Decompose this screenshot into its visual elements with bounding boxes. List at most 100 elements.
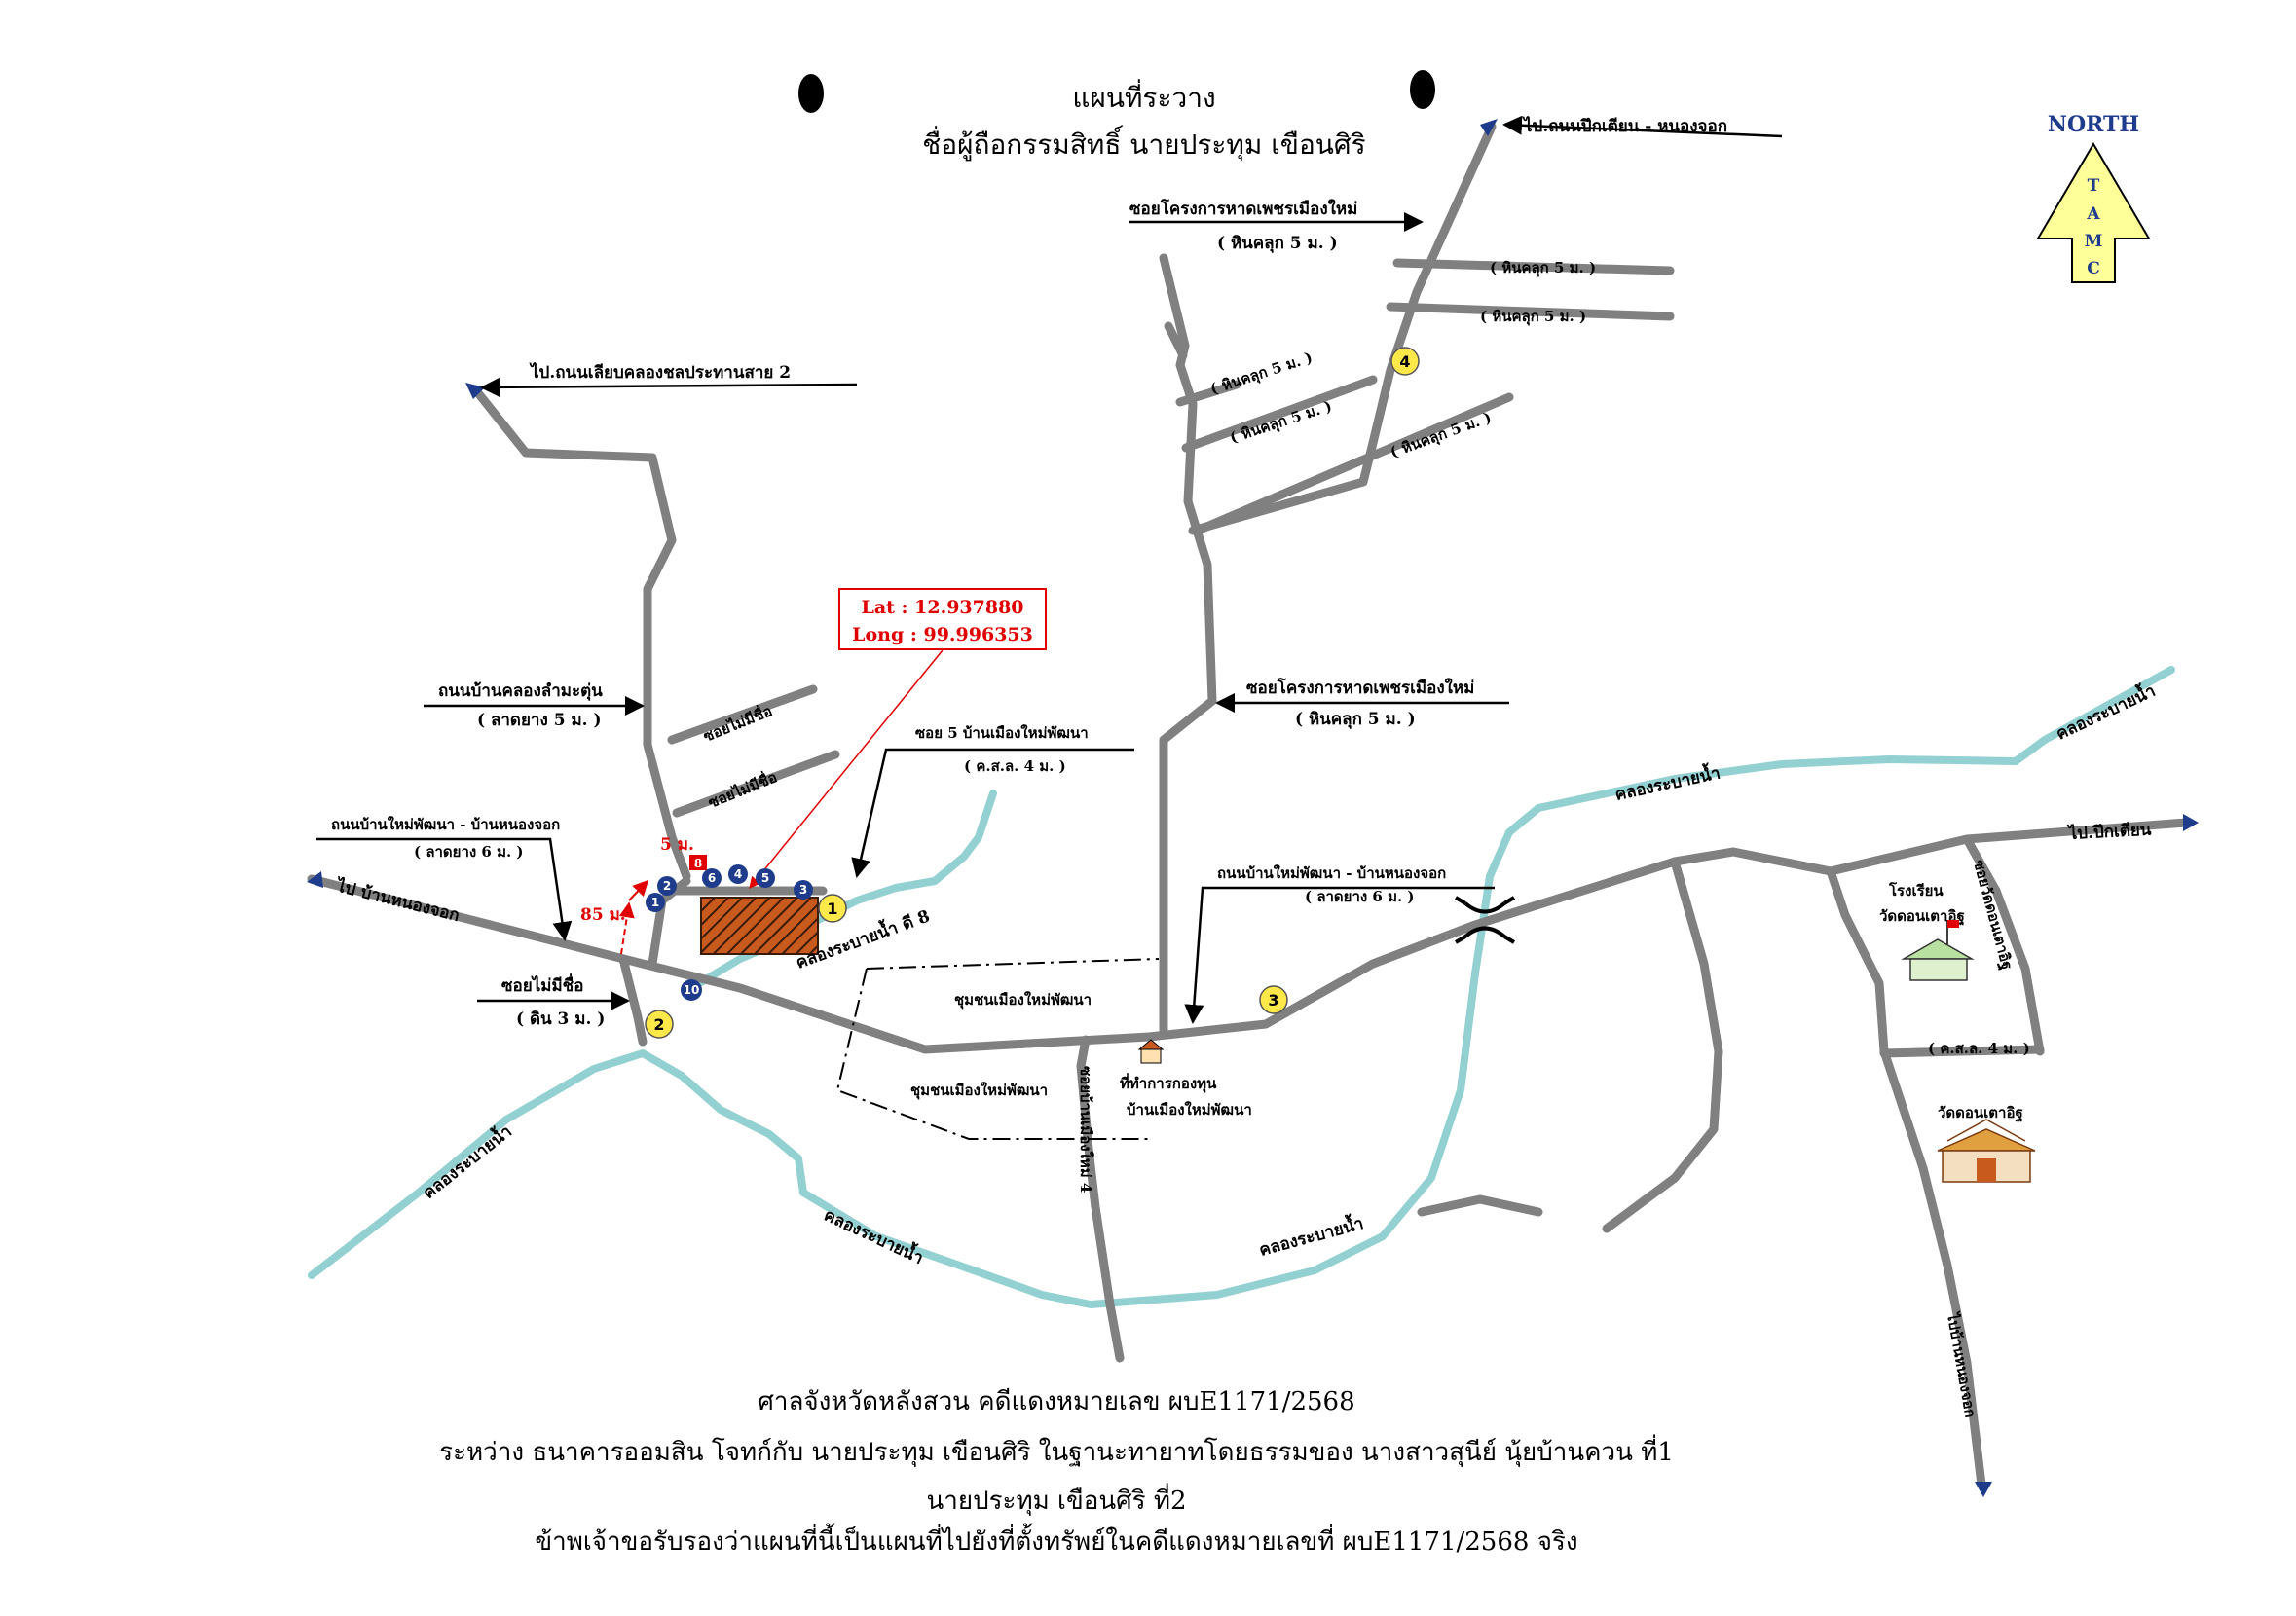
canal-label: คลองระบายน้ำ	[1612, 760, 1722, 805]
punch-hole	[798, 74, 824, 113]
distance-5m: 5 ม.	[660, 835, 694, 855]
label-soi-dirt: ซอยไม่มีชื่อ ( ดิน 3 ม. )	[477, 973, 630, 1029]
temple-label: วัดดอนเตาอิฐ	[1938, 1104, 2023, 1122]
north-letter: A	[2086, 204, 2100, 224]
road-end-arrow	[1480, 119, 1498, 136]
marker-4: 4	[1390, 347, 1420, 376]
north-letter: M	[2085, 232, 2103, 251]
label-text: ( หินคลุก 5 ม. )	[1388, 409, 1494, 462]
ksl-4m-label: ( ค.ส.ล. 4 ม. )	[1928, 1040, 2030, 1057]
marker-number: 1	[827, 900, 837, 918]
bridge-icon	[1454, 896, 1516, 944]
label-text: ซอยโครงการหาดเพชรเมืองใหม่	[1129, 199, 1357, 219]
label-text: ซอยไม่มีชื่อ	[501, 973, 583, 996]
pin-number: 5	[761, 871, 769, 885]
school-label: โรงเรียน	[1888, 881, 1944, 900]
label-soi-project-mid: ซอยโครงการหาดเพชรเมืองใหม่ ( หินคลุก 5 ม…	[1215, 678, 1509, 729]
label-text: ( ดิน 3 ม. )	[516, 1010, 605, 1029]
school-label: วัดดอนเตาอิฐ	[1879, 907, 1965, 926]
soi-no-name-a	[667, 684, 818, 745]
marker-3: 3	[1259, 985, 1288, 1014]
school-icon	[1901, 920, 1975, 981]
footer-line-3: นายประทุม เขือนศิริ ที่2	[926, 1483, 1186, 1516]
label-text: ถนนบ้านคลองลำมะตุ่น	[438, 681, 603, 701]
soi-wat-cross	[1879, 1045, 2045, 1058]
fund-office-label: บ้านเมืองใหม่พัฒนา	[1127, 1101, 1252, 1119]
pin-1: 1	[646, 893, 665, 912]
road-khlong-lam	[470, 385, 691, 881]
road-end-arrow	[307, 871, 323, 888]
pin-6: 6	[702, 868, 722, 888]
pin-number: 4	[734, 867, 742, 881]
marker-2: 2	[645, 1010, 674, 1039]
north-letter: T	[2088, 176, 2100, 196]
marker-1: 1	[818, 894, 847, 923]
road-end-arrow	[465, 383, 485, 399]
plot-marker-number: 8	[694, 857, 702, 870]
pin-number: 10	[684, 983, 700, 997]
label-text: ( ลาดยาง 5 ม. )	[477, 711, 602, 730]
label-text: ( หินคลุก 5 ม. )	[1480, 308, 1586, 326]
label-soi-project-top: ซอยโครงการหาดเพชรเมืองใหม่ ( หินคลุก 5 ม…	[1129, 199, 1424, 253]
label-to-canal-road: ไป.ถนนเลียบคลองชลประทานสาย 2	[480, 362, 858, 397]
pin-number: 1	[651, 896, 659, 909]
latitude: Lat : 12.937880	[861, 597, 1023, 618]
marker-number: 2	[653, 1015, 664, 1034]
to-ban-nong-chok-label: ไปบ้านหนองจอก	[1944, 1309, 1981, 1418]
community-boundary	[835, 958, 1160, 1140]
soi-no-name-b	[672, 750, 840, 818]
label-road-mid: ถนนบ้านใหม่พัฒนา - บ้านหนองจอก ( ลาดยาง …	[1184, 864, 1495, 1024]
spur-2	[1181, 375, 1378, 453]
canal-label: คลองระบายน้ำ	[417, 1119, 515, 1203]
pin-2: 2	[657, 876, 677, 896]
pin-3: 3	[794, 880, 813, 900]
property-plot	[700, 897, 819, 955]
distance-85m-line	[618, 901, 635, 955]
coordinate-box: Lat : 12.937880 Long : 99.996353	[749, 588, 1047, 889]
soi-vertical	[1076, 1035, 1125, 1363]
east-branch-1	[1602, 857, 1723, 1233]
soi-wat	[1962, 834, 2045, 1056]
map-title: แผนที่ระวาง	[1072, 79, 1215, 114]
marker-number: 3	[1268, 991, 1278, 1010]
spur-4	[1386, 302, 1675, 321]
owner-name: ชื่อผู้ถือกรรมสิทธิ์ นายประทุม เขือนศิริ	[922, 125, 1365, 162]
north-letter: C	[2087, 259, 2100, 278]
fund-office-icon	[1137, 1039, 1165, 1064]
label-text: ( หินคลุก 5 ม. )	[1217, 234, 1338, 253]
label-road-mai-phatthana-left: ถนนบ้านใหม่พัฒนา - บ้านหนองจอก ( ลาดยาง …	[316, 816, 573, 941]
pin-10: 10	[681, 979, 702, 1001]
fund-office-label: ที่ทำการกองทุน	[1120, 1073, 1217, 1093]
label-text: ซอยโครงการหาดเพชรเมืองใหม่	[1246, 678, 1474, 698]
label-text: ( ค.ส.ล. 4 ม. )	[964, 757, 1066, 775]
east-branch-1b	[1417, 1194, 1543, 1217]
spur-5	[1392, 258, 1675, 275]
footer-line-1: ศาลจังหวัดหลังสวน คดีแดงหมายเลข ผบE1171/…	[758, 1387, 1354, 1416]
road-end-arrow	[1975, 1482, 1992, 1497]
road-ends	[307, 119, 2199, 1497]
soi-vertical-label: ซอยบ้านเมืองใหม่ 4	[1077, 1066, 1094, 1193]
label-text: ถนนบ้านใหม่พัฒนา - บ้านหนองจอก	[1217, 864, 1446, 882]
roads	[307, 122, 2191, 1489]
north-arrow-icon: NORTH T A M C	[2036, 112, 2151, 283]
longitude: Long : 99.996353	[852, 624, 1033, 645]
distance-5m-line	[628, 879, 649, 901]
label-text: ไป.ถนนเลียบคลองชลประทานสาย 2	[529, 362, 791, 383]
north-label: NORTH	[2048, 112, 2139, 137]
spur-1	[1193, 392, 1514, 535]
distance-85m: 85 ม.	[580, 905, 626, 925]
to-nong-chok-label: ไป บ้านหนองจอก	[333, 875, 462, 926]
footer-line-2: ระหว่าง ธนาคารออมสิน โจทก์กับ นายประทุม …	[439, 1434, 1674, 1467]
footer-line-4: ข้าพเจ้าขอรับรองว่าแผนที่นี้เป็นแผนที่ไป…	[535, 1523, 1577, 1557]
pin-5: 5	[756, 868, 775, 888]
pin-number: 6	[708, 871, 716, 885]
soi-no-name-label: ซอยไม่มีชื่อ	[705, 766, 780, 811]
punch-hole	[1410, 70, 1435, 109]
pin-number: 3	[799, 883, 807, 897]
road-dirt-soi	[618, 954, 648, 1047]
label-road-khlong-lam: ถนนบ้านคลองลำมะตุ่น ( ลาดยาง 5 ม. )	[424, 681, 645, 730]
canal-label: คลองระบายน้ำ	[2052, 678, 2159, 744]
road-project-north	[1159, 253, 1217, 1035]
river-southwest	[308, 666, 2175, 1308]
